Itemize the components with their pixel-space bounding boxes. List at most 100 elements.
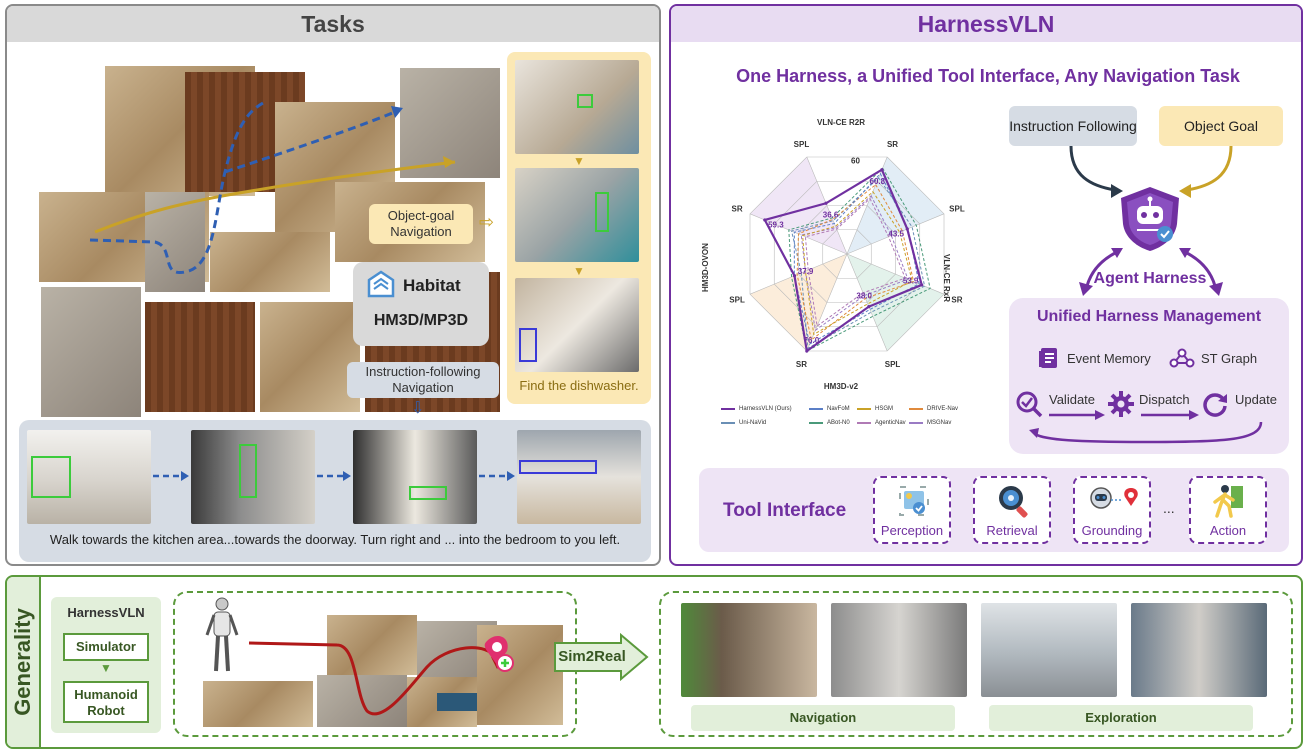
radar-point [880, 168, 884, 172]
harness-title: HarnessVLN [671, 6, 1301, 42]
habitat-logo-icon [367, 270, 395, 298]
instruction-arrows [153, 471, 515, 481]
radar-series-line [790, 177, 926, 350]
radar-tick-label: 60 [851, 157, 860, 166]
generality-panel: Generality HarnessVLN Simulator ▼ Humano… [5, 575, 1303, 749]
radar-point [805, 349, 809, 353]
arrow-right-icon [1049, 410, 1105, 420]
instruction-photo-3 [353, 430, 477, 524]
instruction-text: Walk towards the kitchen area...towards … [49, 532, 621, 547]
radar-data-label: 76.0 [804, 336, 820, 345]
radar-point [763, 218, 767, 222]
agent-harness-label: Agent Harness [1093, 270, 1207, 287]
walking-person-icon [1213, 485, 1243, 518]
legend-item: NavFoM [809, 406, 850, 412]
tool-perception: Perception [873, 476, 951, 544]
harness-arrows [1069, 145, 1233, 296]
tool-ellipsis: ... [1163, 500, 1175, 516]
dispatch-label: Dispatch [1139, 392, 1190, 407]
goal-photo-2 [515, 168, 639, 262]
radar-axis-label: SR [951, 296, 962, 305]
sim2real-label: Sim2Real [558, 648, 626, 665]
radar-point [792, 274, 797, 278]
arrow-down-icon: ⇩ [411, 400, 425, 417]
radar-spoke [749, 253, 848, 295]
radar-series-line [800, 194, 909, 332]
instruction-photo-1 [27, 430, 151, 524]
tasks-panel: Tasks Object-goal Navigation ⇨ Habitat H… [5, 4, 661, 566]
tool-retrieval: Retrieval [973, 476, 1051, 544]
validate-icon [1016, 391, 1043, 418]
sim2real-arrow-icon [554, 633, 649, 681]
map-paths [89, 100, 456, 274]
legend-item: AgenticNav [857, 420, 906, 426]
radar-axis-label: SPL [729, 296, 745, 305]
humanoid-robot-box: Humanoid Robot [63, 681, 149, 723]
magnifier-icon [999, 486, 1028, 518]
loop-arrow [1029, 421, 1263, 444]
arrow-right-icon: ⇨ [479, 212, 495, 232]
radar-data-label: 59.3 [768, 221, 784, 230]
humanoid-robot-icon [205, 597, 239, 672]
instruction-photo-2 [191, 430, 315, 524]
radar-axis-label: SR [731, 204, 742, 213]
event-memory-icon [1039, 348, 1057, 368]
radar-point [905, 227, 909, 231]
radar-group-sector [847, 254, 945, 352]
real-photo-2 [831, 603, 967, 697]
object-goal-label: Object-goal Navigation [369, 204, 473, 244]
real-photo-1 [681, 603, 817, 697]
radar-group-sector [847, 156, 945, 254]
perception-icon [899, 486, 929, 516]
radar-data-label: 36.6 [823, 210, 839, 219]
radar-series-line [802, 190, 913, 336]
event-memory: Event Memory [1037, 346, 1151, 370]
tool-interface-title: Tool Interface [723, 500, 847, 521]
radar-point [824, 201, 828, 205]
radar-group-rxr: VLN-CE RxR [942, 254, 951, 303]
sim-path [248, 636, 514, 716]
tasks-title: Tasks [7, 6, 659, 42]
radar-series-line [796, 183, 915, 341]
radar-axis-label: SPL [949, 204, 965, 213]
radar-group-ovon: HM3D-OVON [701, 243, 710, 292]
object-goal-box: Object Goal [1159, 106, 1283, 146]
arrow-right-icon [1141, 410, 1199, 420]
update-label: Update [1235, 392, 1277, 407]
radar-axis-label: SPL [885, 360, 901, 369]
radar-data-label: 37.9 [798, 267, 814, 276]
gear-icon [1108, 391, 1134, 417]
radar-spoke [846, 253, 888, 352]
refresh-icon [1203, 393, 1227, 417]
instruction-photo-4 [517, 430, 641, 524]
st-graph: ST Graph [1169, 346, 1257, 370]
instruction-following-label: Instruction-following Navigation [347, 362, 499, 398]
tool-grounding: Grounding [1073, 476, 1151, 544]
arrow-down-icon: ▼ [100, 661, 112, 675]
radar-point [867, 305, 871, 309]
legend-item: MSGNav [909, 420, 951, 426]
radar-axis-label: SR [796, 360, 807, 369]
find-caption: Find the dishwasher. [519, 378, 639, 393]
radar-data-label: 53.9 [903, 276, 919, 285]
habitat-subtitle: HM3D/MP3D [373, 312, 469, 329]
navigation-label: Navigation [691, 705, 955, 731]
legend-item: HarnessVLN (Ours) [721, 406, 792, 412]
radar-axis-label: SR [887, 140, 898, 149]
legend-item: ABot-N0 [809, 420, 850, 426]
chevron-down-icon: ▼ [573, 154, 585, 168]
goal-photo-1 [515, 60, 639, 154]
radar-spoke [846, 253, 945, 295]
radar-series-line [788, 167, 931, 352]
harness-management-title: Unified Harness Management [1036, 308, 1262, 325]
radar-group-r2r: VLN-CE R2R [816, 118, 865, 127]
harness-management-box [1009, 298, 1289, 454]
radar-data-label: 60.8 [870, 177, 886, 186]
radar-group-hm3d: HM3D-v2 [823, 382, 859, 391]
radar-spoke [846, 213, 945, 255]
radar-axis-label: SPL [794, 140, 810, 149]
real-photo-4 [1131, 603, 1267, 697]
tool-action: Action [1189, 476, 1267, 544]
exploration-label: Exploration [989, 705, 1253, 731]
habitat-title: Habitat [403, 276, 461, 295]
